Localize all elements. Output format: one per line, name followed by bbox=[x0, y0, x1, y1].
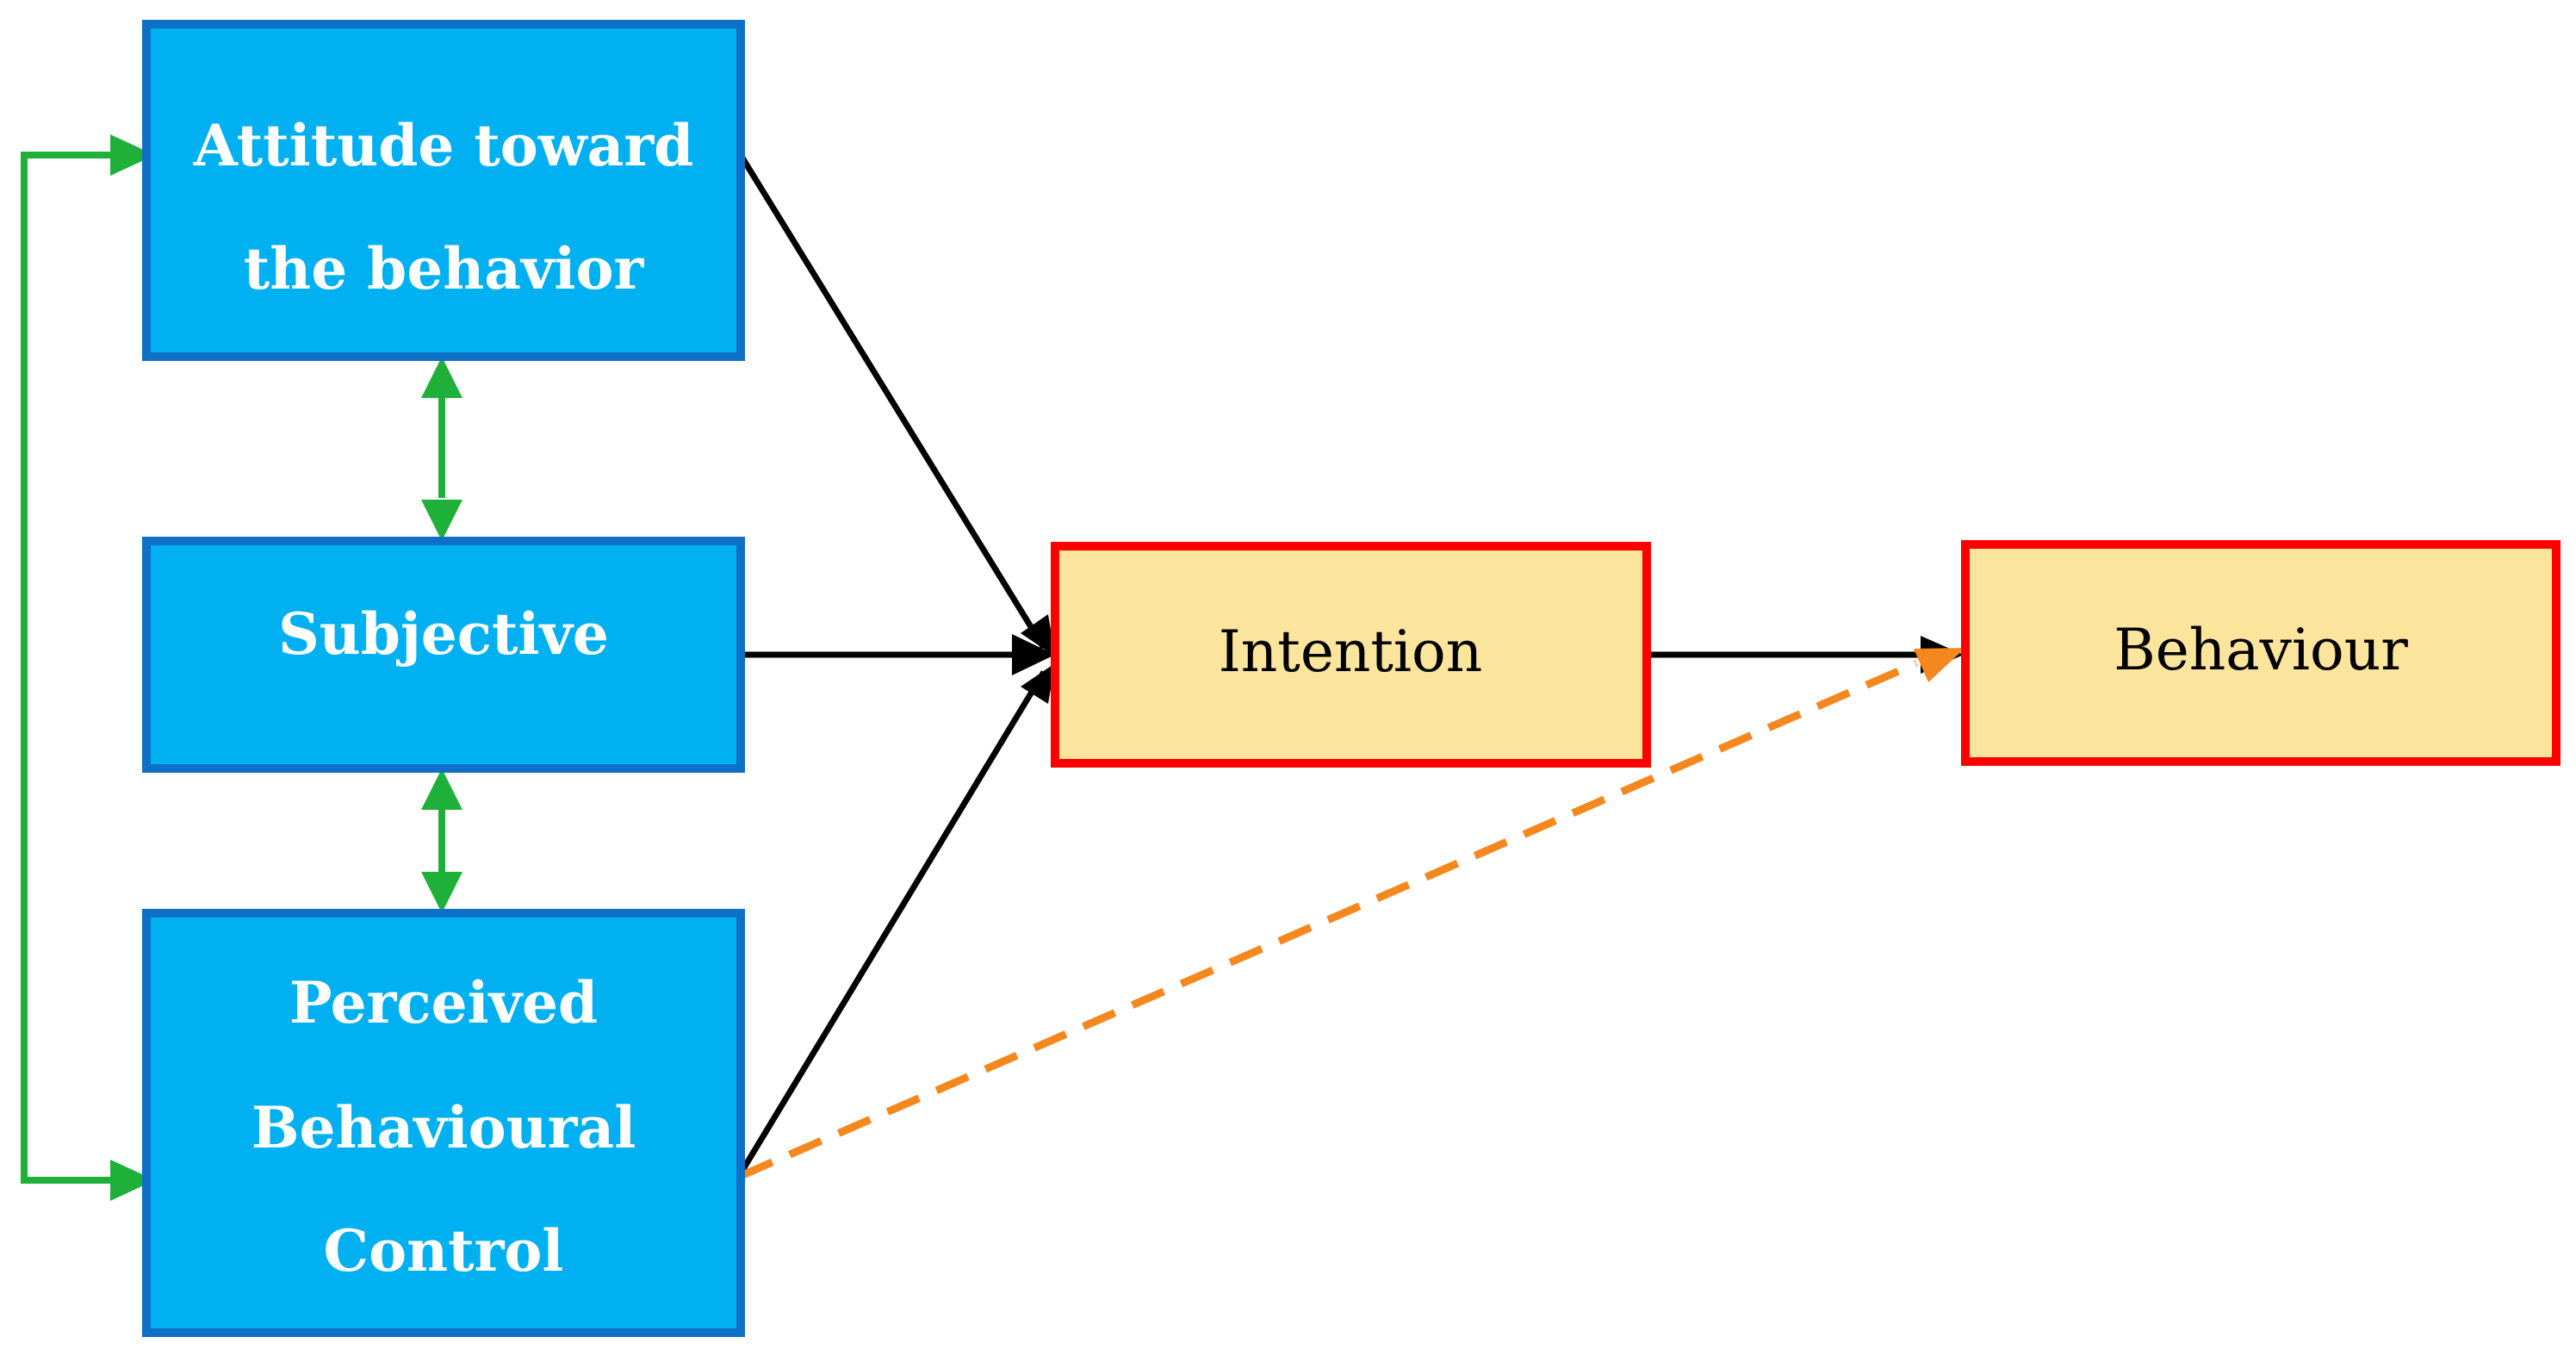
attitude-pbc-arrowhead-bottom bbox=[110, 1160, 155, 1201]
attitude-intention-path bbox=[738, 153, 1055, 656]
pbc-label-line-1: Perceived bbox=[289, 969, 598, 1036]
subjective-node: Subjective bbox=[142, 537, 745, 773]
attitude-node: Attitude toward the behavior bbox=[142, 20, 745, 361]
intention-node: Intention bbox=[1051, 542, 1651, 768]
pbc-behaviour-direct-path bbox=[739, 648, 1965, 1180]
pbc-label-line-2: Behavioural bbox=[251, 1094, 636, 1161]
behaviour-node: Behaviour bbox=[1961, 540, 2560, 766]
attitude-subjective-arrowhead-bottom bbox=[421, 500, 462, 541]
subjective-pbc-arrowhead-bottom bbox=[421, 872, 462, 913]
pbc-node: Perceived Behavioural Control bbox=[142, 909, 745, 1337]
attitude-intention-arrowhead bbox=[1021, 614, 1055, 656]
intention-behaviour-path bbox=[1647, 636, 1964, 674]
subjective-intention-path bbox=[741, 634, 1055, 675]
subjective-pbc-correlation-arrow bbox=[421, 768, 462, 913]
pbc-label-line-3: Control bbox=[324, 1217, 564, 1284]
attitude-subjective-correlation-arrow bbox=[421, 357, 462, 541]
pbc-behaviour-arrowhead bbox=[1914, 648, 1965, 682]
attitude-pbc-bracket-line bbox=[21, 152, 112, 1184]
pbc-intention-arrowhead bbox=[1021, 663, 1055, 704]
pbc-intention-path bbox=[738, 663, 1055, 1175]
attitude-subjective-arrowhead-top bbox=[421, 357, 462, 398]
behaviour-label: Behaviour bbox=[2114, 617, 2408, 683]
subjective-pbc-arrowhead-top bbox=[421, 768, 462, 810]
subjective-intention-arrowhead bbox=[1012, 634, 1055, 675]
attitude-pbc-arrowhead-top bbox=[110, 134, 155, 176]
subjective-label: Subjective bbox=[278, 600, 609, 668]
intention-label: Intention bbox=[1219, 619, 1483, 685]
attitude-label-line-2: the behavior bbox=[244, 235, 645, 302]
attitude-label-line-1: Attitude toward bbox=[193, 112, 694, 179]
attitude-pbc-correlation-arrow bbox=[21, 134, 155, 1201]
